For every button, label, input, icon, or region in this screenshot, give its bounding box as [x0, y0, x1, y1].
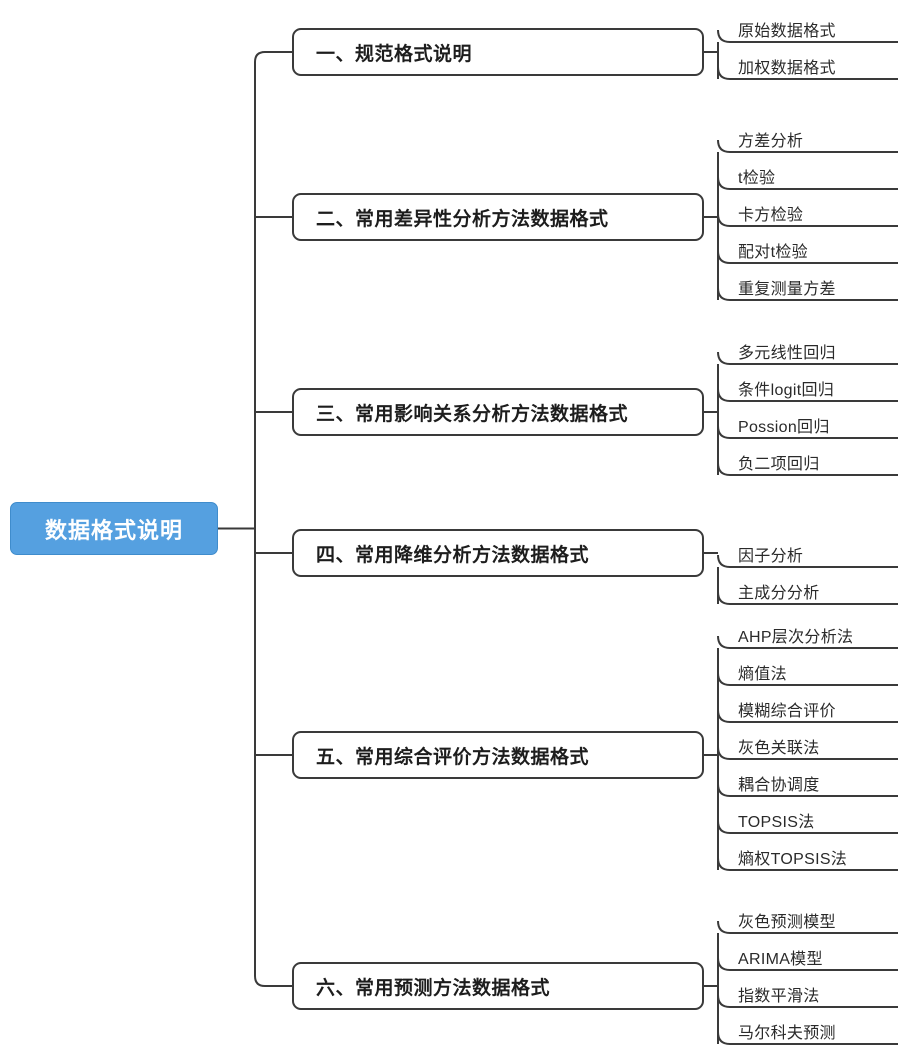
- branch-node-5[interactable]: 五、常用综合评价方法数据格式: [292, 731, 704, 779]
- leaf-node-label: 灰色预测模型: [738, 914, 836, 931]
- leaf-node-2-2[interactable]: t检验: [738, 164, 775, 188]
- leaf-node-label: 条件logit回归: [738, 382, 835, 399]
- leaf-node-label: ARIMA模型: [738, 951, 823, 968]
- leaf-node-3-3[interactable]: Possion回归: [738, 413, 830, 437]
- leaf-node-6-4[interactable]: 马尔科夫预测: [738, 1019, 836, 1043]
- leaf-node-label: 方差分析: [738, 133, 804, 150]
- leaf-node-label: 灰色关联法: [738, 740, 820, 757]
- leaf-node-label: 重复测量方差: [738, 281, 836, 298]
- branch-node-label: 三、常用影响关系分析方法数据格式: [316, 403, 629, 425]
- leaf-node-label: Possion回归: [738, 419, 830, 436]
- leaf-node-label: 熵权TOPSIS法: [738, 851, 848, 868]
- leaf-node-2-4[interactable]: 配对t检验: [738, 238, 808, 262]
- branch-node-label: 二、常用差异性分析方法数据格式: [316, 208, 609, 230]
- leaf-node-6-3[interactable]: 指数平滑法: [738, 982, 820, 1006]
- branch-connector-6: [254, 975, 292, 987]
- leaf-node-label: 熵值法: [738, 666, 787, 683]
- leaf-node-6-2[interactable]: ARIMA模型: [738, 945, 823, 969]
- branch-node-2[interactable]: 二、常用差异性分析方法数据格式: [292, 193, 704, 241]
- leaf-node-5-4[interactable]: 灰色关联法: [738, 734, 820, 758]
- leaf-node-4-2[interactable]: 主成分分析: [738, 579, 820, 603]
- leaf-node-5-5[interactable]: 耦合协调度: [738, 771, 820, 795]
- leaf-node-1-1[interactable]: 原始数据格式: [738, 17, 836, 41]
- leaf-node-label: 多元线性回归: [738, 345, 836, 362]
- branch-node-label: 四、常用降维分析方法数据格式: [316, 544, 590, 566]
- branch-node-6[interactable]: 六、常用预测方法数据格式: [292, 962, 704, 1010]
- leaf-node-label: 负二项回归: [738, 456, 820, 473]
- leaf-node-label: TOPSIS法: [738, 814, 815, 831]
- leaf-node-3-4[interactable]: 负二项回归: [738, 450, 820, 474]
- leaf-node-5-1[interactable]: AHP层次分析法: [738, 623, 853, 647]
- leaf-node-4-1[interactable]: 因子分析: [738, 542, 803, 566]
- leaf-node-3-1[interactable]: 多元线性回归: [738, 339, 836, 363]
- leaf-node-label: 加权数据格式: [738, 60, 836, 77]
- leaf-node-label: AHP层次分析法: [738, 629, 854, 646]
- leaf-node-label: 耦合协调度: [738, 777, 820, 794]
- leaf-node-label: 模糊综合评价: [738, 703, 836, 720]
- leaf-node-label: t检验: [738, 170, 776, 187]
- branch-node-4[interactable]: 四、常用降维分析方法数据格式: [292, 529, 704, 577]
- leaf-node-label: 马尔科夫预测: [738, 1025, 836, 1042]
- leaf-node-label: 卡方检验: [738, 207, 804, 224]
- branch-node-label: 五、常用综合评价方法数据格式: [316, 746, 590, 768]
- branch-node-label: 一、规范格式说明: [316, 43, 473, 65]
- leaf-node-label: 配对t检验: [738, 244, 808, 261]
- leaf-node-3-2[interactable]: 条件logit回归: [738, 376, 834, 400]
- root-node-label: 数据格式说明: [44, 517, 183, 543]
- leaf-node-2-5[interactable]: 重复测量方差: [738, 275, 836, 299]
- branch-node-3[interactable]: 三、常用影响关系分析方法数据格式: [292, 388, 704, 436]
- leaf-node-5-3[interactable]: 模糊综合评价: [738, 697, 836, 721]
- branch-connector-1: [254, 51, 292, 63]
- leaf-node-6-1[interactable]: 灰色预测模型: [738, 908, 836, 932]
- leaf-node-label: 主成分分析: [738, 585, 820, 602]
- branch-node-label: 六、常用预测方法数据格式: [316, 977, 551, 999]
- leaf-node-2-3[interactable]: 卡方检验: [738, 201, 803, 225]
- root-node[interactable]: 数据格式说明: [10, 502, 218, 555]
- leaf-node-1-2[interactable]: 加权数据格式: [738, 54, 836, 78]
- leaf-node-label: 原始数据格式: [738, 23, 836, 40]
- leaf-node-5-2[interactable]: 熵值法: [738, 660, 787, 684]
- leaf-node-2-1[interactable]: 方差分析: [738, 127, 803, 151]
- leaf-node-5-6[interactable]: TOPSIS法: [738, 808, 815, 832]
- leaf-node-label: 指数平滑法: [738, 988, 820, 1005]
- branch-node-1[interactable]: 一、规范格式说明: [292, 28, 704, 76]
- leaf-node-5-7[interactable]: 熵权TOPSIS法: [738, 845, 847, 869]
- leaf-node-label: 因子分析: [738, 548, 804, 565]
